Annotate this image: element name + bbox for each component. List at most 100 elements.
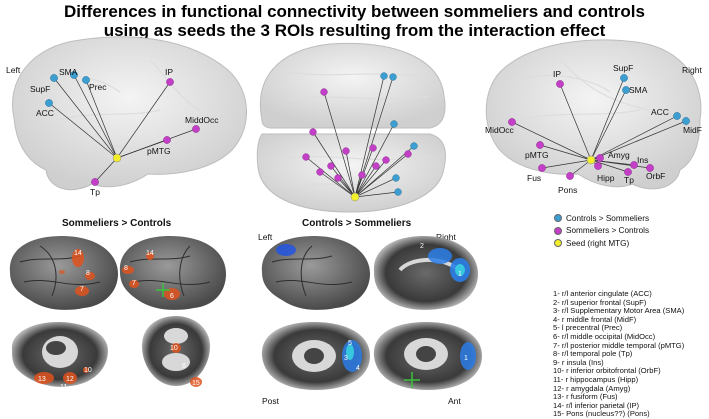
roi-item: 14- r/l inferior parietal (IP): [553, 400, 640, 410]
label-left-hemisphere: Left: [258, 232, 273, 242]
node-label-midocc-right: MidOcc: [485, 125, 515, 135]
region-number: 10: [170, 345, 178, 352]
legend: Controls > Sommeliers Sommeliers > Contr…: [554, 212, 709, 250]
node-midocc-right: [508, 118, 516, 126]
roi-list: 1- r/l anterior cingulate (ACC) 2- r/l s…: [553, 289, 709, 419]
region-number: 3: [344, 355, 348, 362]
node-pmtg-right: [536, 141, 544, 149]
node-fus-right: [538, 164, 546, 172]
node-label-supf-right: SupF: [613, 63, 633, 73]
node-top-4: [390, 120, 398, 128]
region-number: 14: [74, 250, 82, 257]
roi-item: 9- r insula (Ins): [553, 357, 604, 367]
node-acc-left: [45, 99, 53, 107]
legend-label: Seed (right MTG): [566, 238, 630, 248]
node-tp-left: [91, 178, 99, 186]
side-label-left: Left: [6, 65, 21, 75]
node-acc-right: [673, 112, 681, 120]
node-top-15: [369, 144, 377, 152]
region-number: 10: [84, 367, 92, 374]
label-posterior: Post: [262, 396, 280, 406]
region-number: 11: [60, 384, 67, 391]
node-top-16: [372, 162, 380, 170]
region-number: 7: [80, 286, 84, 293]
node-top-12: [316, 168, 324, 176]
node-orbf-right: [646, 164, 654, 172]
region-number: 1: [458, 271, 462, 278]
node-midf-right: [682, 117, 690, 125]
node-top-6: [404, 150, 412, 158]
node-label-sma-left: SMA: [59, 67, 78, 77]
roi-item: 5- l precentral (Prec): [553, 323, 623, 333]
region-number: 8: [124, 265, 128, 272]
region-number: 6: [182, 363, 186, 370]
node-label-midf-right: MidF: [683, 125, 702, 135]
axial-slice-ant: [373, 322, 482, 390]
node-label-orbf-right: OrbF: [646, 171, 665, 181]
region-number: 13: [38, 376, 46, 383]
region-number: 12: [66, 376, 74, 383]
label-anterior: Ant: [448, 396, 461, 406]
figure-title-line-2: using as seeds the 3 ROIs resulting from…: [103, 21, 606, 40]
nodes-left: [45, 71, 200, 186]
node-top-10: [302, 153, 310, 161]
roi-item: 8- r/l temporal pole (Tp): [553, 349, 633, 359]
cortical-render-lateral-left: [9, 236, 118, 310]
region-number: 15: [192, 380, 200, 387]
legend-item-sommeliers: Sommeliers > Controls: [554, 225, 709, 238]
node-top-9: [309, 128, 317, 136]
node-top-2: [389, 73, 397, 81]
roi-item: 3- r/l Supplementary Motor Area (SMA): [553, 306, 685, 316]
node-pons-right: [566, 172, 574, 180]
axial-slice-post: [261, 322, 370, 390]
node-label-pmtg-right: pMTG: [525, 150, 549, 160]
region-number: 14: [146, 250, 154, 257]
node-label-tp-left: Tp: [90, 187, 100, 197]
node-hipp-right: [594, 162, 602, 170]
seed-node-top: [350, 192, 360, 202]
region-number: 4: [356, 365, 360, 372]
node-label-fus-right: Fus: [527, 173, 541, 183]
node-pmtg-left: [163, 136, 171, 144]
node-top-5: [410, 142, 418, 150]
node-ins-right: [630, 161, 638, 169]
node-label-ip-left: IP: [165, 67, 173, 77]
region-number: 2: [420, 243, 424, 250]
node-label-tp-right: Tp: [624, 175, 634, 185]
roi-item: 13- r fusiform (Fus): [553, 392, 618, 402]
roi-item: 15- Pons (nucleus??) (Pons): [553, 409, 650, 419]
cortical-render-left-hemisphere: [261, 236, 370, 310]
node-label-ins-right: Ins: [637, 155, 648, 165]
legend-item-controls: Controls > Sommeliers: [554, 212, 709, 225]
region-numbers-controls: 2 1 5 3 4 1: [344, 243, 468, 372]
legend-label: Controls > Sommeliers: [566, 213, 650, 223]
node-label-pons-right: Pons: [558, 185, 577, 195]
node-top-3: [320, 88, 328, 96]
node-label-acc-right: ACC: [651, 107, 669, 117]
region-number: 7: [132, 280, 136, 287]
node-label-amyg-right: Amyg: [608, 150, 630, 160]
node-tp-right: [624, 168, 632, 176]
roi-item: 7- r/l posterior middle temporal (pMTG): [553, 340, 685, 350]
roi-item: 6- r/l middle occipital (MidOcc): [553, 331, 656, 341]
region-number: 5: [348, 340, 352, 347]
region-number: 8: [86, 270, 90, 277]
legend-dot-purple-icon: [554, 226, 562, 235]
node-label-acc-left: ACC: [36, 108, 54, 118]
node-label-ip-right: IP: [553, 69, 561, 79]
cortical-render-lateral-right: [119, 236, 226, 310]
region-number: 6: [170, 293, 174, 300]
label-right-hemisphere: Right: [436, 232, 456, 242]
node-amyg-right: [596, 154, 604, 162]
glass-brain-right-view: [485, 39, 702, 190]
axial-slice-cerebellum: [142, 316, 210, 387]
region-number: 1: [464, 355, 468, 362]
legend-dot-yellow-icon: [554, 239, 562, 248]
node-top-13: [334, 174, 342, 182]
node-ip-right: [556, 80, 564, 88]
node-middocc-left: [192, 125, 200, 133]
node-label-hipp-right: Hipp: [597, 173, 615, 183]
roi-item: 12- r amygdala (Amyg): [553, 383, 631, 393]
node-label-sma-right: SMA: [629, 85, 648, 95]
